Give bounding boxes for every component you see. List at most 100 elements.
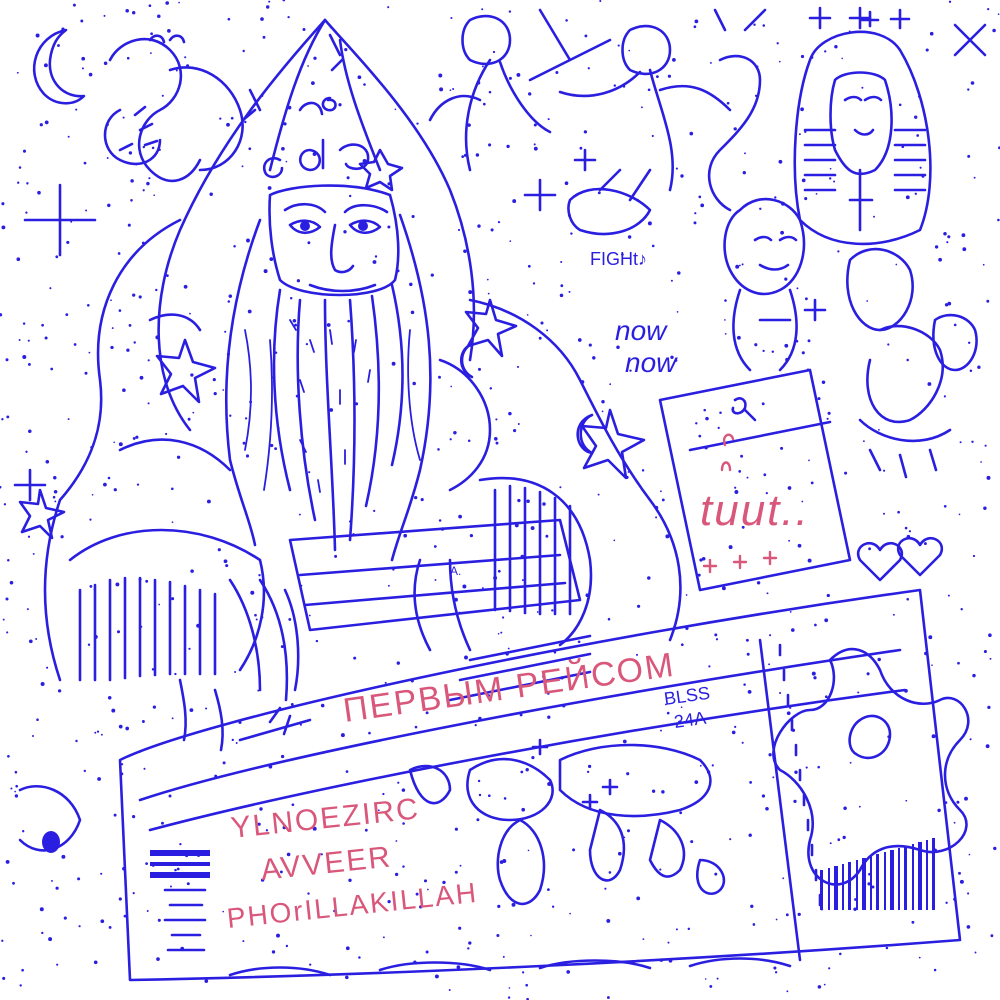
speckle-dot: [714, 872, 718, 876]
speckle-dot: [693, 221, 697, 225]
speckle-dot: [286, 852, 291, 857]
barcode-icon: [150, 850, 210, 952]
speckle-dot: [289, 297, 293, 300]
speckle-dot: [883, 469, 886, 472]
speckle-dot: [44, 336, 48, 340]
speckle-dot: [486, 278, 489, 281]
speckle-dot: [761, 402, 765, 406]
speckle-dot: [705, 416, 709, 421]
speckle-dot: [742, 171, 746, 175]
speckle-dot: [667, 941, 670, 944]
speckle-dot: [823, 983, 826, 986]
speckle-dot: [231, 738, 234, 742]
speckle-dot: [953, 323, 957, 327]
speckle-dot: [551, 905, 555, 908]
speckle-dot: [946, 241, 949, 244]
speckle-dot: [206, 499, 211, 504]
speckle-dot: [67, 135, 70, 138]
speckle-dot: [919, 166, 922, 169]
speckle-dot: [801, 500, 804, 503]
speckle-dot: [810, 481, 814, 485]
speckle-dot: [642, 938, 645, 941]
speckle-dot: [302, 27, 306, 32]
speckle-dot: [609, 383, 612, 386]
speckle-dot: [458, 926, 462, 930]
speckle-dot: [88, 351, 91, 354]
speckle-dot: [334, 554, 338, 558]
speckle-dot: [469, 533, 474, 538]
speckle-dot: [66, 240, 70, 244]
speckle-dot: [53, 476, 57, 480]
speckle-dot: [608, 871, 612, 874]
speckle-dot: [797, 543, 802, 548]
speckle-dot: [679, 811, 683, 815]
speckle-dot: [637, 604, 641, 608]
speckle-dot: [87, 643, 91, 646]
speckle-dot: [28, 639, 33, 644]
speckle-dot: [122, 116, 125, 119]
speckle-dot: [133, 341, 136, 344]
speckle-dot: [786, 711, 791, 716]
speckle-dot: [176, 455, 181, 459]
speckle-dot: [189, 708, 194, 713]
speckle-dot: [867, 882, 871, 886]
speckle-dot: [255, 618, 258, 621]
speckle-dot: [583, 130, 588, 134]
speckle-dot: [636, 896, 641, 901]
speckle-dot: [387, 584, 390, 587]
speckle-dot: [997, 13, 1000, 16]
speckle-dot: [138, 295, 142, 299]
speckle-dot: [345, 946, 350, 951]
speckle-dot: [135, 435, 139, 439]
speckle-dot: [118, 897, 122, 901]
speckle-dot: [997, 218, 1000, 222]
speckle-dot: [271, 950, 276, 954]
speckle-dot: [9, 580, 14, 585]
speckle-dot: [281, 146, 285, 151]
speckle-dot: [285, 160, 288, 163]
speckle-dot: [433, 545, 437, 548]
speckle-dot: [148, 4, 152, 8]
speckle-dot: [14, 794, 19, 798]
speckle-dot: [647, 576, 651, 580]
speckle-dot: [512, 199, 517, 204]
speckle-dot: [606, 996, 610, 999]
speckle-dot: [449, 438, 452, 441]
artist-credits: YLNOEZIRC AVVEER PHOrILLAKILLAH: [225, 792, 479, 934]
speckle-dot: [117, 252, 121, 255]
speckle-dot: [559, 293, 564, 298]
speckle-dot: [647, 221, 652, 226]
speckle-dot: [228, 294, 233, 298]
speckle-dot: [333, 909, 336, 913]
speckle-dot: [468, 941, 472, 945]
goblin-figures: [723, 197, 978, 479]
speckle-dot: [438, 375, 441, 379]
speckle-dot: [517, 498, 521, 503]
speckle-dot: [6, 415, 10, 419]
speckle-dot: [265, 829, 269, 832]
speckle-dot: [121, 763, 124, 766]
creature-hand: [772, 647, 970, 886]
speckle-dot: [26, 182, 29, 185]
speckle-dot: [687, 927, 691, 931]
speckle-dot: [442, 880, 446, 885]
speckle-dot: [771, 350, 775, 353]
speckle-dot: [374, 255, 378, 258]
speckle-dot: [709, 61, 712, 64]
speckle-dot: [540, 321, 544, 325]
speckle-dot: [450, 385, 453, 388]
speckle-dot: [382, 792, 385, 796]
speckle-dot: [918, 956, 921, 959]
speckle-dot: [357, 75, 362, 80]
speckle-dot: [904, 526, 908, 530]
speckle-dot: [808, 459, 810, 462]
speckle-dot: [283, 122, 287, 126]
speckle-dot: [387, 6, 390, 9]
speckle-dot: [741, 263, 744, 266]
speckle-dot: [962, 247, 967, 252]
speckle-dot: [244, 120, 247, 124]
speckle-dot: [22, 149, 27, 153]
speckle-dot: [348, 878, 352, 882]
speckle-dot: [947, 301, 952, 306]
speckle-dot: [960, 608, 963, 611]
